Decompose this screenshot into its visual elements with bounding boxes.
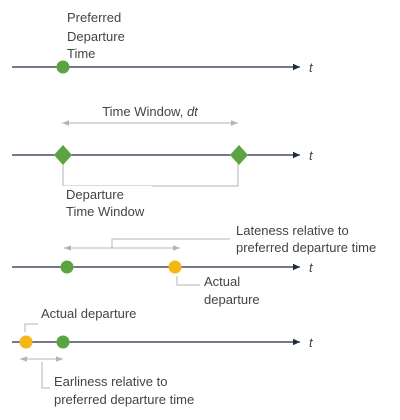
actual-early-label: Actual departure: [41, 306, 136, 321]
time-window-label-var: dt: [187, 104, 199, 119]
window-end-diamond: [230, 145, 248, 165]
lateness-leader-line: [111, 238, 230, 248]
axis-t-label-1: t: [309, 60, 314, 75]
panel-earliness: Actual departure t Earliness relative to…: [12, 306, 314, 407]
preferred-departure-dot-late: [60, 260, 74, 274]
preferred-departure-dot: [56, 60, 70, 74]
window-label-bracket: [62, 164, 239, 187]
lateness-label-line-2: preferred departure time: [236, 240, 376, 255]
window-start-diamond: [54, 145, 72, 165]
actual-late-leader-line: [176, 276, 200, 286]
axis-t-label-4: t: [309, 335, 314, 350]
window-label-line-2: Time Window: [66, 204, 145, 219]
earliness-label-line-2: preferred departure time: [54, 392, 194, 407]
actual-departure-dot-early: [19, 335, 33, 349]
actual-departure-dot-late: [168, 260, 182, 274]
preferred-departure-dot-early: [56, 335, 70, 349]
preferred-label-line-2: Departure: [67, 29, 125, 44]
panel-lateness: Lateness relative to preferred departure…: [12, 223, 376, 307]
earliness-leader-line: [41, 362, 50, 389]
earliness-label-line-1: Earliness relative to: [54, 374, 167, 389]
actual-late-label-line-2: departure: [204, 292, 260, 307]
time-window-label-prefix: Time Window,: [102, 104, 187, 119]
panel-departure-window: Time Window, dt t Departure Time Window: [12, 104, 314, 219]
preferred-label-line-3: Time: [67, 46, 95, 61]
axis-t-label-3: t: [309, 260, 314, 275]
window-label-line-1: Departure: [66, 187, 124, 202]
panel-preferred-departure: Preferred Departure Time t: [12, 10, 314, 75]
preferred-label-line-1: Preferred: [67, 10, 121, 25]
actual-early-leader-line: [24, 323, 38, 332]
axis-t-label-2: t: [309, 148, 314, 163]
lateness-label-line-1: Lateness relative to: [236, 223, 349, 238]
window-label-mask: [60, 186, 152, 218]
time-window-label: Time Window, dt: [102, 104, 199, 119]
actual-late-label-line-1: Actual: [204, 274, 240, 289]
